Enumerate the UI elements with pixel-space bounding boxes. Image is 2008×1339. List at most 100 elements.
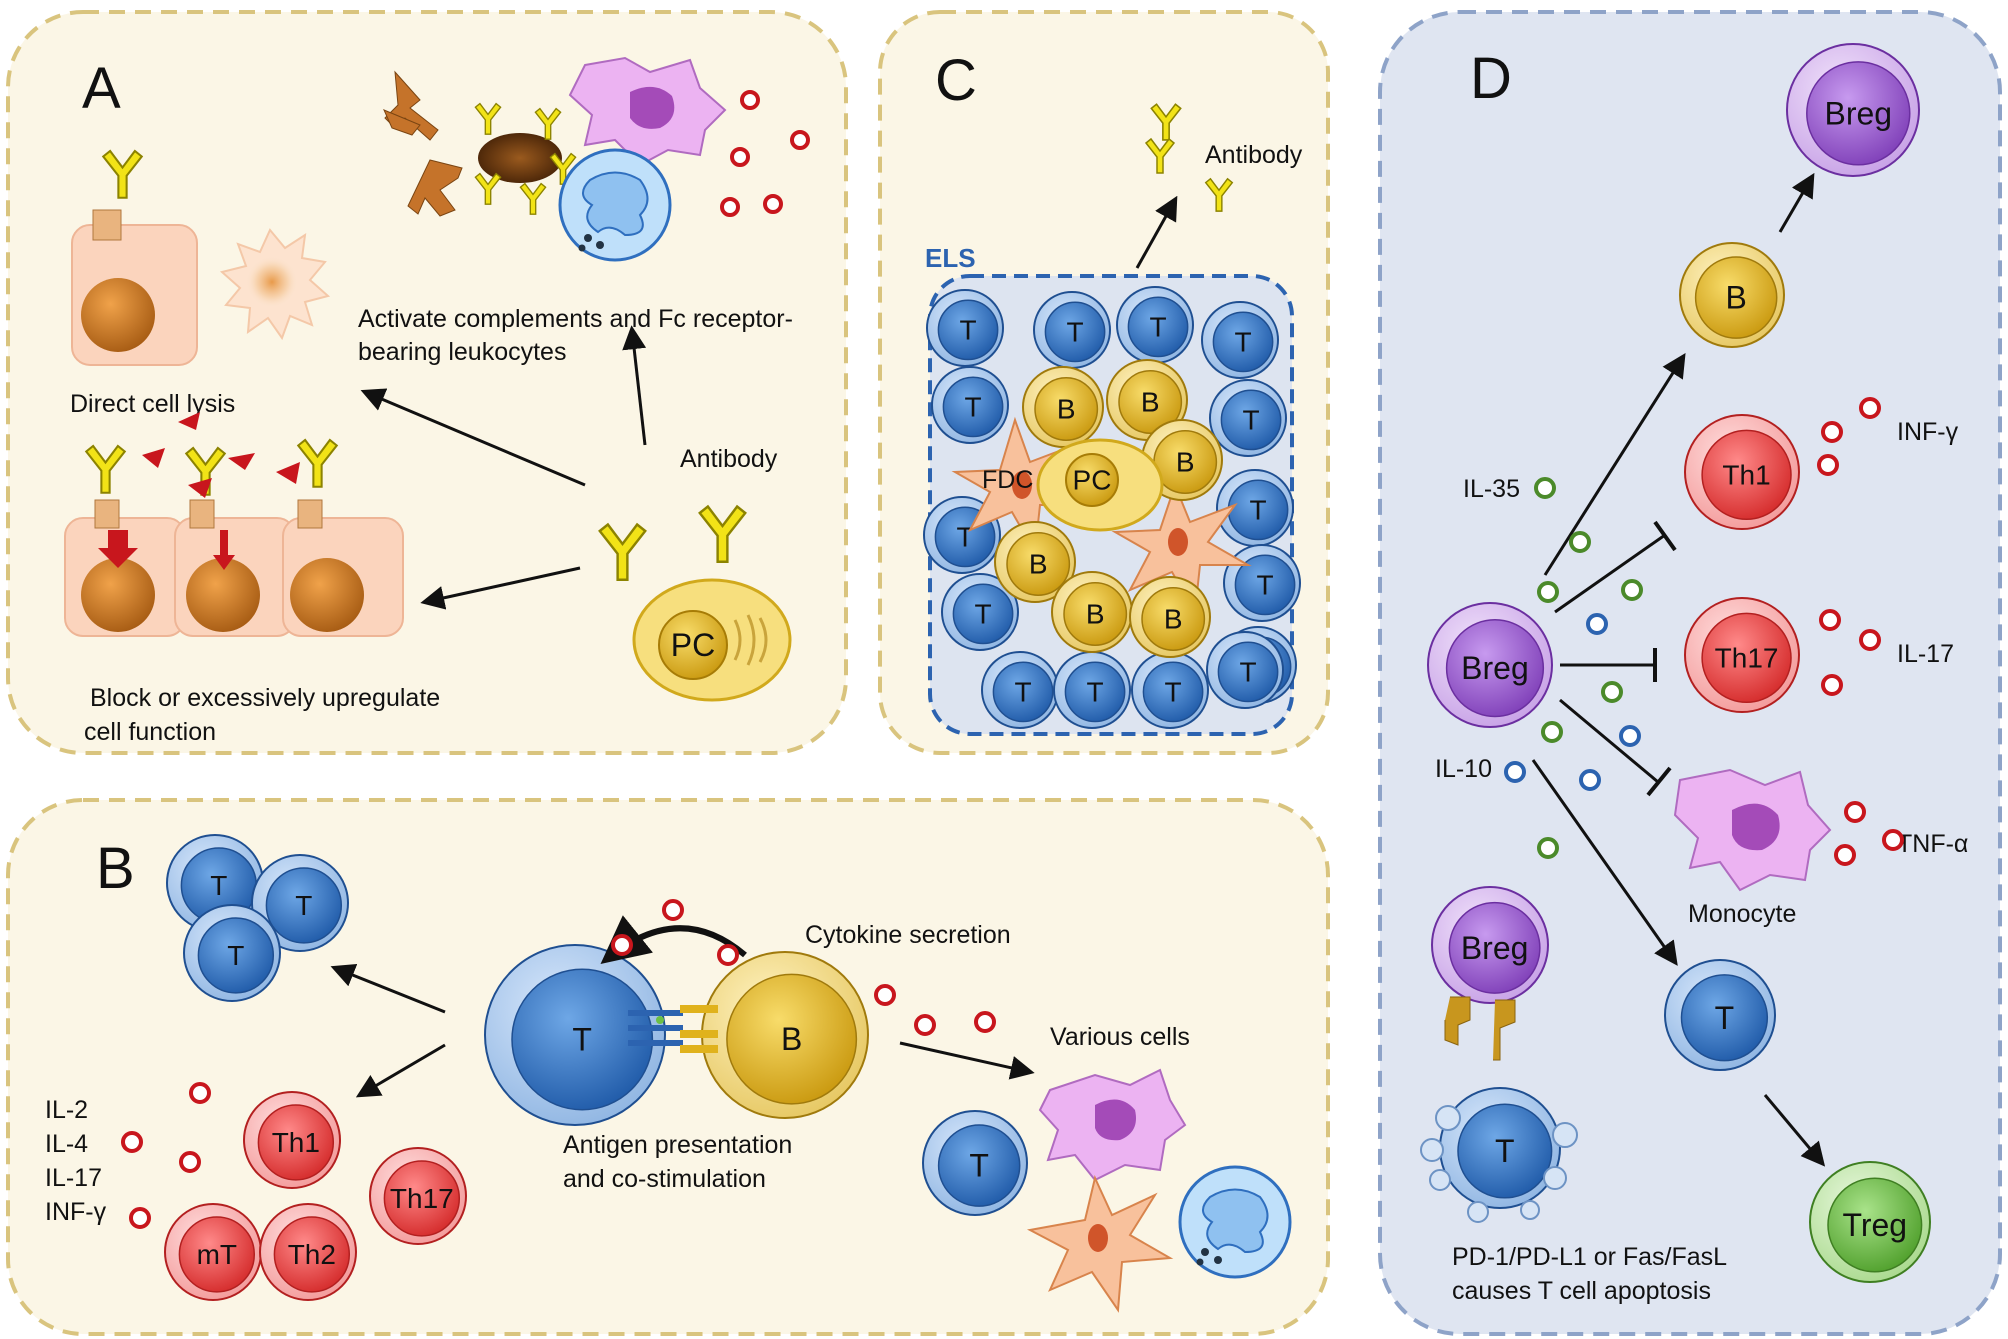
b-t-cell-2-label: T [295, 890, 312, 921]
inhibit-bar [1653, 520, 1677, 552]
target-nucleus [186, 558, 260, 632]
cytokine [790, 130, 810, 150]
cytokine [1537, 581, 1559, 603]
synapse-bar [628, 1025, 683, 1031]
d-breg-main-label: Breg [1461, 650, 1529, 686]
synapse-bar [628, 1010, 683, 1016]
inhibit-bar [1646, 766, 1672, 797]
els-t-cell-nucleus [952, 583, 1014, 645]
plasma-cell-nucleus [658, 610, 728, 680]
granule [596, 241, 604, 249]
els-b-cell-label: B [1164, 604, 1183, 635]
synapse-bar [680, 1005, 718, 1013]
d-breg-bottom-label: Breg [1461, 930, 1529, 966]
apoptotic-bleb [1552, 1122, 1578, 1148]
granule [1201, 1248, 1209, 1256]
er-icon [733, 614, 768, 666]
els-b-cell: B [1129, 576, 1211, 658]
apoptotic-bleb [1520, 1200, 1540, 1220]
b-t-cell-various-label: T [969, 1148, 989, 1184]
label-antigen-1: Antigen presentation [563, 1131, 792, 1159]
cytokine [179, 1151, 201, 1173]
b-mt-cell: mT [164, 1203, 262, 1301]
arrow [1135, 195, 1178, 269]
els-b-cell-nucleus [1063, 582, 1128, 646]
els-t-cell: T [1223, 544, 1301, 622]
b-th2-cell-nucleus [273, 1216, 351, 1293]
arrow [622, 325, 647, 446]
pc-label-a: PC [671, 627, 715, 663]
cytokine [717, 944, 739, 966]
b-mt-cell-nucleus [178, 1216, 256, 1293]
label-il35: IL-35 [1463, 475, 1520, 503]
cytokine [121, 1131, 143, 1153]
cytokine [1834, 844, 1856, 866]
els-b-cell-nucleus [1118, 370, 1183, 434]
b-mt-cell-label: mT [197, 1239, 237, 1270]
els-t-cell: T [941, 573, 1019, 651]
els-b-cell-label: B [1176, 447, 1195, 478]
cytokine [914, 1014, 936, 1036]
cytokine [1821, 421, 1843, 443]
synapse-bar [680, 1045, 718, 1053]
label-activate-1: Activate complements and Fc receptor- [358, 305, 793, 333]
els-b-cell: B [1106, 359, 1188, 441]
label-antibody-c: Antibody [1205, 141, 1303, 169]
els-t-cell: T [981, 651, 1059, 729]
neutrophil-nucleus [1202, 1188, 1269, 1254]
d-treg-cell: Treg [1809, 1161, 1931, 1283]
arrow [1543, 352, 1686, 576]
arrow [420, 566, 581, 610]
cytokine [189, 1082, 211, 1104]
inhibit-line [1559, 698, 1659, 784]
d-breg-top-nucleus [1806, 61, 1911, 166]
d-th1-cell: Th1 [1684, 414, 1800, 530]
panel-c-letter: C [935, 48, 977, 113]
cytokine [1817, 454, 1839, 476]
cytokine [1882, 829, 1904, 851]
els-t-cell-label: T [1149, 311, 1166, 342]
d-th1-cell-nucleus [1701, 429, 1792, 521]
d-breg-top: Breg [1786, 43, 1920, 177]
cytokine [1504, 761, 1526, 783]
d-breg-bottom-nucleus [1448, 901, 1541, 994]
els-b-cell-nucleus [1006, 532, 1071, 596]
cytokine [1844, 801, 1866, 823]
els-b-cell-nucleus [1141, 587, 1206, 651]
lysed-nucleus [246, 256, 298, 308]
els-t-cell-nucleus [1234, 554, 1296, 616]
blocking-triangle [228, 453, 255, 470]
cytokine [730, 147, 750, 167]
b-th2-cell-label: Th2 [288, 1239, 336, 1270]
panel-d-letter: D [1470, 46, 1512, 111]
b-t-cell-2: T [251, 854, 349, 952]
label-inf-g: INF-γ [45, 1198, 107, 1226]
els-t-cell-nucleus [942, 376, 1004, 438]
els-t-cell-label: T [1066, 316, 1083, 347]
els-b-cell-nucleus [1034, 377, 1099, 441]
synapse-bar [680, 1030, 718, 1038]
els-t-cell: T [926, 289, 1004, 367]
els-b-cell-label: B [1141, 387, 1160, 418]
cytokine [1821, 674, 1843, 696]
els-b-cell-label: B [1057, 394, 1076, 425]
b-t-cell-various: T [922, 1110, 1028, 1216]
els-b-cell: B [1051, 571, 1133, 653]
b-th1-cell: Th1 [243, 1091, 341, 1189]
granule [584, 234, 592, 242]
label-block-1: Block or excessively upregulate [90, 684, 440, 712]
els-t-cell-label: T [1014, 676, 1031, 707]
d-t-cell: T [1664, 959, 1776, 1071]
fdc-nucleus [1012, 471, 1032, 499]
fdc-label: FDC [982, 466, 1033, 494]
receptor [297, 499, 323, 529]
cytokine [1601, 681, 1623, 703]
macrophage-nucleus [1095, 1099, 1136, 1141]
fdc-nucleus [1168, 528, 1188, 556]
d-breg-main: Breg [1427, 602, 1553, 728]
els-t-cell: T [1206, 631, 1284, 709]
label-cytokine-secretion: Cytokine secretion [805, 921, 1011, 949]
